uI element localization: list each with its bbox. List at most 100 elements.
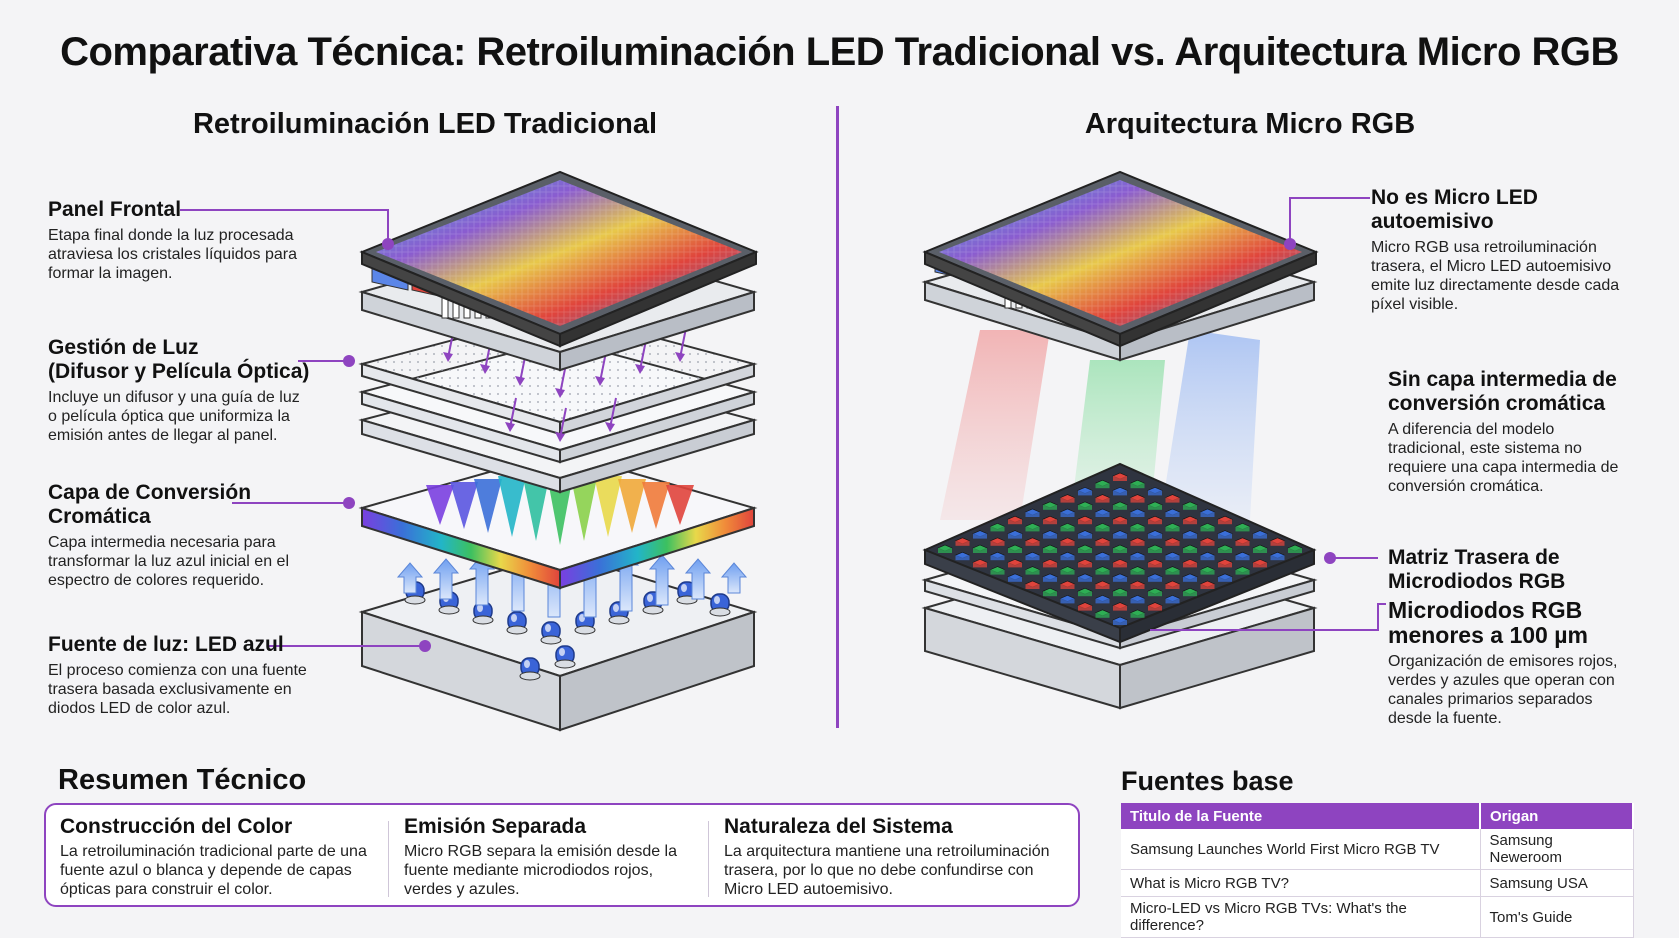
micro-rgb-diode-side — [990, 555, 1005, 561]
micro-rgb-diode-side — [1183, 533, 1197, 539]
micro-rgb-diode-side — [1165, 569, 1180, 575]
spectrum-arrow — [642, 482, 670, 529]
summary-title: Resumen Técnico — [58, 764, 307, 796]
table-row: What is Micro RGB TV? Samsung USA — [1121, 869, 1634, 897]
source-title-cell: Samsung Launches World First Micro RGB T… — [1121, 829, 1481, 870]
micro-rgb-diode-side — [1218, 548, 1232, 553]
micro-rgb-diode-side — [1165, 526, 1180, 532]
label-title: Microdiodos RGB — [1388, 597, 1583, 623]
front-panel — [359, 170, 759, 348]
label-micro-diodes: Microdiodos RGB menores a 100 µm Organiz… — [1388, 598, 1668, 728]
micro-rgb-diode-side — [1095, 526, 1110, 532]
connector-pin — [441, 297, 449, 319]
micro-rgb-diode-side — [1043, 519, 1057, 525]
micro-rgb-diode-side — [1025, 569, 1040, 575]
label-front-panel: Panel Frontal Etapa final donde la luz p… — [48, 198, 348, 283]
label-color-conversion: Capa de Conversión Cromática Capa interm… — [48, 481, 348, 590]
micro-rgb-diode-side — [1183, 562, 1197, 568]
summary-col-system-nature: Naturaleza del Sistema La arquitectura m… — [724, 815, 1069, 899]
micro-rgb-diode-side — [1043, 576, 1057, 582]
label-line: requiere una capa intermedia de — [1388, 459, 1619, 476]
micro-rgb-diode-side — [955, 540, 970, 546]
spectrum-arrow — [570, 473, 598, 541]
light-arrow — [684, 558, 712, 600]
micro-rgb-diode-side — [1095, 512, 1110, 517]
micro-rgb-diode-side — [1235, 555, 1250, 561]
label-line: trasera, el Micro LED autoemisivo — [1371, 258, 1612, 275]
diffuse-arrow — [639, 339, 647, 371]
micro-rgb-diode-side — [1218, 562, 1232, 568]
blue-light-beam — [1160, 330, 1260, 520]
micro-rgb-diode-side — [1113, 548, 1127, 553]
micro-rgb-diode-side — [1218, 519, 1232, 525]
micro-rgb-diode-side — [1043, 533, 1057, 539]
label-title: Fuente de luz: LED azul — [48, 633, 284, 656]
micro-rgb-diode-side — [1095, 497, 1110, 503]
blue-led — [506, 611, 528, 635]
micro-rgb-diode-side — [1165, 598, 1180, 604]
micro-rgb-diode-side — [955, 555, 970, 561]
micro-rgb-diode-side — [1078, 562, 1092, 568]
spectrum-arrow — [426, 485, 454, 525]
label-line: trasera basada exclusivamente en — [48, 681, 292, 698]
micro-rgb-diode-side — [1043, 548, 1057, 553]
micro-rgb-diode-side — [1008, 576, 1022, 582]
micro-rgb-matrix — [922, 462, 1317, 644]
label-line: diodos LED de color azul. — [48, 700, 231, 717]
micro-rgb-diode-side — [1148, 605, 1162, 611]
micro-rgb-diode-side — [1130, 540, 1145, 546]
micro-rgb-diode-side — [1148, 576, 1162, 582]
micro-rgb-diode-side — [1130, 512, 1145, 517]
micro-rgb-diode-side — [1130, 526, 1145, 532]
label-line: transformar la luz azul inicial en el — [48, 553, 289, 570]
micro-rgb-diode-side — [1113, 562, 1127, 568]
micro-rgb-diode-side — [1025, 555, 1040, 561]
micro-rgb-diode-side — [990, 569, 1005, 575]
micro-rgb-diode-side — [1148, 504, 1162, 510]
summary-line: Micro RGB separa la emisión desde la — [404, 843, 678, 860]
diffuse-arrow-head — [505, 422, 515, 432]
right-section-title: Arquitectura Micro RGB — [1084, 108, 1416, 140]
right-front-panel — [922, 170, 1319, 348]
micro-rgb-diode-side — [1095, 612, 1110, 618]
spectrum-arrow — [522, 473, 550, 541]
blue-led — [540, 621, 562, 645]
summary-line: trasera, por lo que no debe confundirse … — [724, 862, 1034, 879]
diffuse-arrow — [609, 397, 617, 429]
summary-line: verdes y azules. — [404, 881, 520, 898]
label-line: emite luz directamente desde cada — [1371, 277, 1620, 294]
micro-rgb-diode-side — [1148, 490, 1162, 496]
micro-rgb-diode-side — [1130, 612, 1145, 618]
micro-rgb-diode-side — [1148, 548, 1162, 553]
micro-rgb-diode-side — [1235, 569, 1250, 575]
micro-rgb-diode-side — [1200, 526, 1215, 532]
label-title: Gestión de Luz — [48, 336, 199, 359]
summary-heading: Emisión Separada — [404, 815, 587, 838]
summary-line: fuente azul o blanca y depende de capas — [60, 862, 352, 879]
label-line: Organización de emisores rojos, — [1388, 653, 1618, 670]
table-row: Micro-LED vs Micro RGB TVs: What's the d… — [1121, 896, 1634, 938]
micro-rgb-diode-side — [1130, 483, 1145, 489]
micro-rgb-diode-side — [973, 548, 987, 553]
micro-rgb-diode-side — [1060, 526, 1075, 532]
micro-rgb-diode-side — [1060, 584, 1075, 589]
diffuse-arrow-head — [595, 376, 605, 386]
micro-rgb-diode-side — [1130, 598, 1145, 604]
summary-line: Micro LED autoemisivo. — [724, 881, 893, 898]
red-light-beam — [940, 330, 1050, 520]
micro-rgb-diode-side — [1270, 555, 1285, 561]
source-origin-cell: Samsung USA — [1480, 869, 1634, 897]
micro-rgb-diode-side — [1060, 569, 1075, 575]
sources-title: Fuentes base — [1121, 766, 1294, 796]
micro-rgb-diode-side — [1078, 591, 1092, 597]
micro-rgb-diode-side — [1200, 584, 1215, 589]
micro-rgb-diode-side — [938, 548, 952, 553]
micro-rgb-diode-side — [1183, 576, 1197, 582]
micro-rgb-diode-side — [1288, 548, 1302, 553]
micro-rgb-diode-side — [1008, 519, 1022, 525]
blue-led — [519, 657, 541, 681]
source-title-cell: Micro-LED vs Micro RGB TVs: What's the d… — [1121, 896, 1481, 938]
micro-rgb-diode-side — [1165, 512, 1180, 517]
micro-rgb-diode-side — [1095, 483, 1110, 489]
micro-rgb-diode-side — [1078, 605, 1092, 611]
